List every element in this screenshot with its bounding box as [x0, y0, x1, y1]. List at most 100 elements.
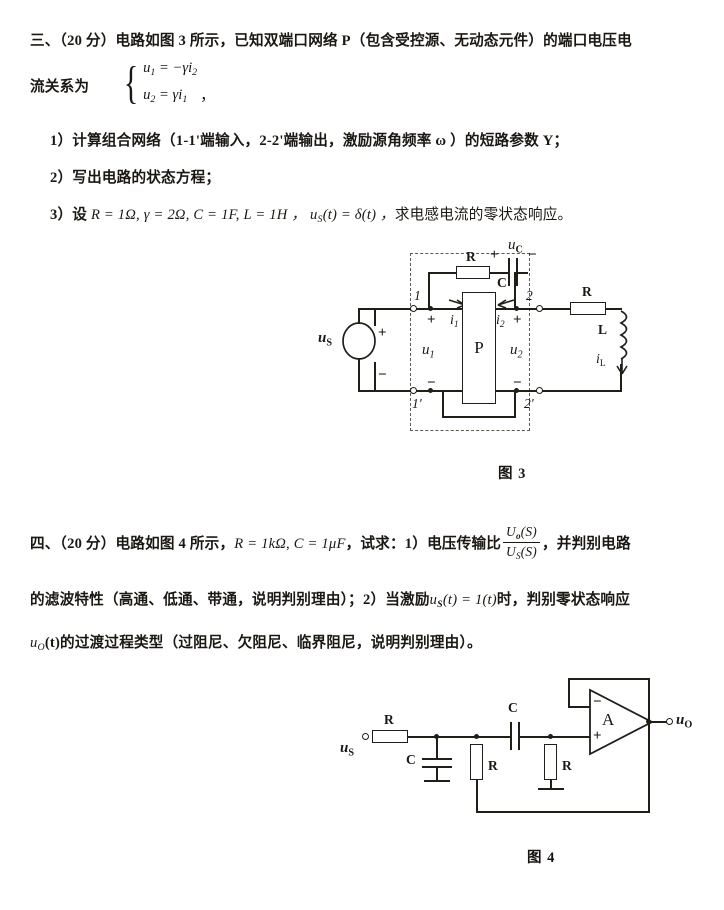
- wire-opamp-out: [650, 721, 668, 723]
- rc-branch-top-left: [428, 272, 456, 274]
- problem4-excitation: u: [429, 592, 438, 608]
- i2-current-arrow: [497, 299, 515, 309]
- u1-label: u1: [422, 342, 435, 361]
- equation-2: u2 = γi1: [143, 87, 188, 106]
- problem3-intro-line2-prefix: 流关系为: [30, 79, 90, 95]
- p-bottom-loop: [442, 416, 516, 418]
- feedback-top-horizontal: [568, 678, 650, 680]
- problem4-response-symbol: u: [30, 635, 38, 651]
- inductor-current-label: iL: [596, 352, 606, 370]
- problem3-item3-prefix: 3）设: [50, 207, 91, 223]
- load-bottom-wire: [542, 390, 622, 392]
- output-terminal-dot: [666, 718, 673, 725]
- problem3-item3-tail: 求电感电流的零状态响应。: [394, 207, 573, 223]
- rc-branch-top-mid: [490, 272, 508, 274]
- feedback-leg-down: [476, 780, 478, 812]
- node-output-top: [514, 306, 520, 312]
- wire-node2-to-c: [476, 736, 510, 738]
- problem3-equation-system: { u1 = −γi2 u2 = γi1 ，: [120, 56, 215, 108]
- input-terminal-dot: [362, 733, 369, 740]
- u2-plus: +: [513, 312, 522, 328]
- feedback-top-vertical-left: [568, 678, 570, 708]
- series-c-plate-left: [510, 722, 512, 750]
- node-input-bottom: [428, 388, 434, 394]
- resistor-right: [570, 302, 606, 315]
- opamp-minus-terminal: −: [593, 694, 602, 710]
- wire-source-to-terminal1p: [358, 390, 416, 392]
- source-left-vertical-bottom: [358, 358, 360, 392]
- input-label: uS: [340, 740, 355, 759]
- resistor-series-label: R: [384, 712, 394, 727]
- composite-network-boundary: [410, 253, 530, 431]
- problem3-item-2: 2）写出电路的状态方程；: [50, 170, 221, 186]
- rc-branch-left-vertical: [428, 272, 430, 310]
- node-input-top: [428, 306, 434, 312]
- problem3-item-1: 1）计算组合网络（1-1'端输入，2-2'端输出，激励源角频率 ω ）的短路参数…: [50, 133, 569, 149]
- source-right-vertical-top: [374, 308, 376, 326]
- problem3-item3-source: u: [310, 207, 318, 223]
- p-bottom-loop-right: [514, 390, 516, 418]
- figure-4: uS R C R C R: [330, 672, 693, 837]
- problem3-item-3: 3）设 R = 1Ω, γ = 2Ω, C = 1F, L = 1H ， uS(…: [50, 207, 573, 226]
- source-minus: −: [378, 367, 387, 383]
- output-bottom-rail: [496, 390, 544, 392]
- rc-branch-right-vertical: [514, 272, 516, 310]
- ground-bar-2: [538, 788, 564, 790]
- source-right-vertical-bottom: [374, 362, 376, 392]
- wire-to-opamp-plus: [550, 736, 590, 738]
- resistor-right-label: R: [582, 284, 592, 299]
- two-port-block-P: P: [462, 292, 496, 404]
- capacitor-plate-left: [508, 258, 510, 286]
- terminal-1p-label: 1': [412, 396, 422, 411]
- resistor-top: [456, 266, 490, 279]
- figure-3: uS + − 1 1' + − u1: [318, 237, 710, 460]
- equation-brace: {: [123, 56, 139, 108]
- uc-label: uC: [508, 237, 523, 256]
- output-top-rail: [496, 308, 544, 310]
- problem4-line2-c: 当激励: [385, 592, 430, 608]
- wire-c-to-node3: [518, 736, 554, 738]
- terminal-2p-label: 2': [524, 396, 534, 411]
- source-label: uS: [318, 330, 333, 349]
- terminal-2-label: 2: [526, 288, 533, 303]
- wire-opamp-minus-in: [568, 706, 590, 708]
- wire-r-to-node1: [408, 736, 438, 738]
- problem4-line2: 的滤波特性（高通、低通、带通，说明判别理由）；2）当激励uS(t) = 1(t)…: [30, 592, 631, 611]
- wire-source-to-terminal1: [358, 308, 416, 310]
- equation-1: u1 = −γi2: [143, 60, 198, 79]
- problem4-line1-b: ，试求：: [345, 535, 405, 552]
- source-plus: +: [378, 325, 387, 341]
- p-bottom-loop-left: [442, 390, 444, 418]
- rc-branch-top-right: [516, 272, 528, 274]
- voltage-source-symbol: [342, 322, 376, 360]
- problem3-intro-line1: 三、（20 分）电路如图 3 所示，已知双端口网络 P（包含受控源、无动态元件）…: [30, 33, 632, 49]
- transfer-function-fraction: Uo(S)US(S): [503, 524, 540, 563]
- series-c-label: C: [508, 700, 518, 715]
- uc-minus: −: [528, 247, 537, 263]
- ground-bar-1: [424, 780, 450, 782]
- i1-label: i1: [450, 313, 459, 331]
- output-feedback-horizontal: [476, 811, 650, 813]
- r-vert2-ground-wire: [550, 780, 552, 788]
- output-feedback-vertical: [648, 721, 650, 812]
- input-top-rail: [416, 308, 462, 310]
- problem4-line3: uO(t)的过渡过程类型（过阻尼、欠阻尼、临界阻尼，说明判别理由）。: [30, 635, 482, 654]
- node-output-bottom: [514, 388, 520, 394]
- resistor-series-input: [372, 730, 408, 743]
- resistor-vertical-feedback: [470, 744, 483, 780]
- u2-minus: −: [513, 375, 522, 391]
- shunt-c-wire: [436, 736, 438, 758]
- resistor-vertical-ground: [544, 744, 557, 780]
- output-label: uO: [676, 712, 693, 731]
- uc-plus: +: [490, 247, 499, 263]
- problem4-line1-e: ，并判别电路: [541, 535, 631, 552]
- wire-node1-to-node2: [436, 736, 478, 738]
- fraction-numerator: Uo(S): [503, 524, 540, 544]
- opamp-label: A: [602, 710, 615, 729]
- problem4-line2-b: 2）: [362, 592, 386, 608]
- figure-3-caption: 图 3: [498, 466, 527, 482]
- load-top-wire-2: [606, 308, 622, 310]
- u2-label: u2: [510, 342, 523, 361]
- capacitor-label: C: [497, 275, 507, 290]
